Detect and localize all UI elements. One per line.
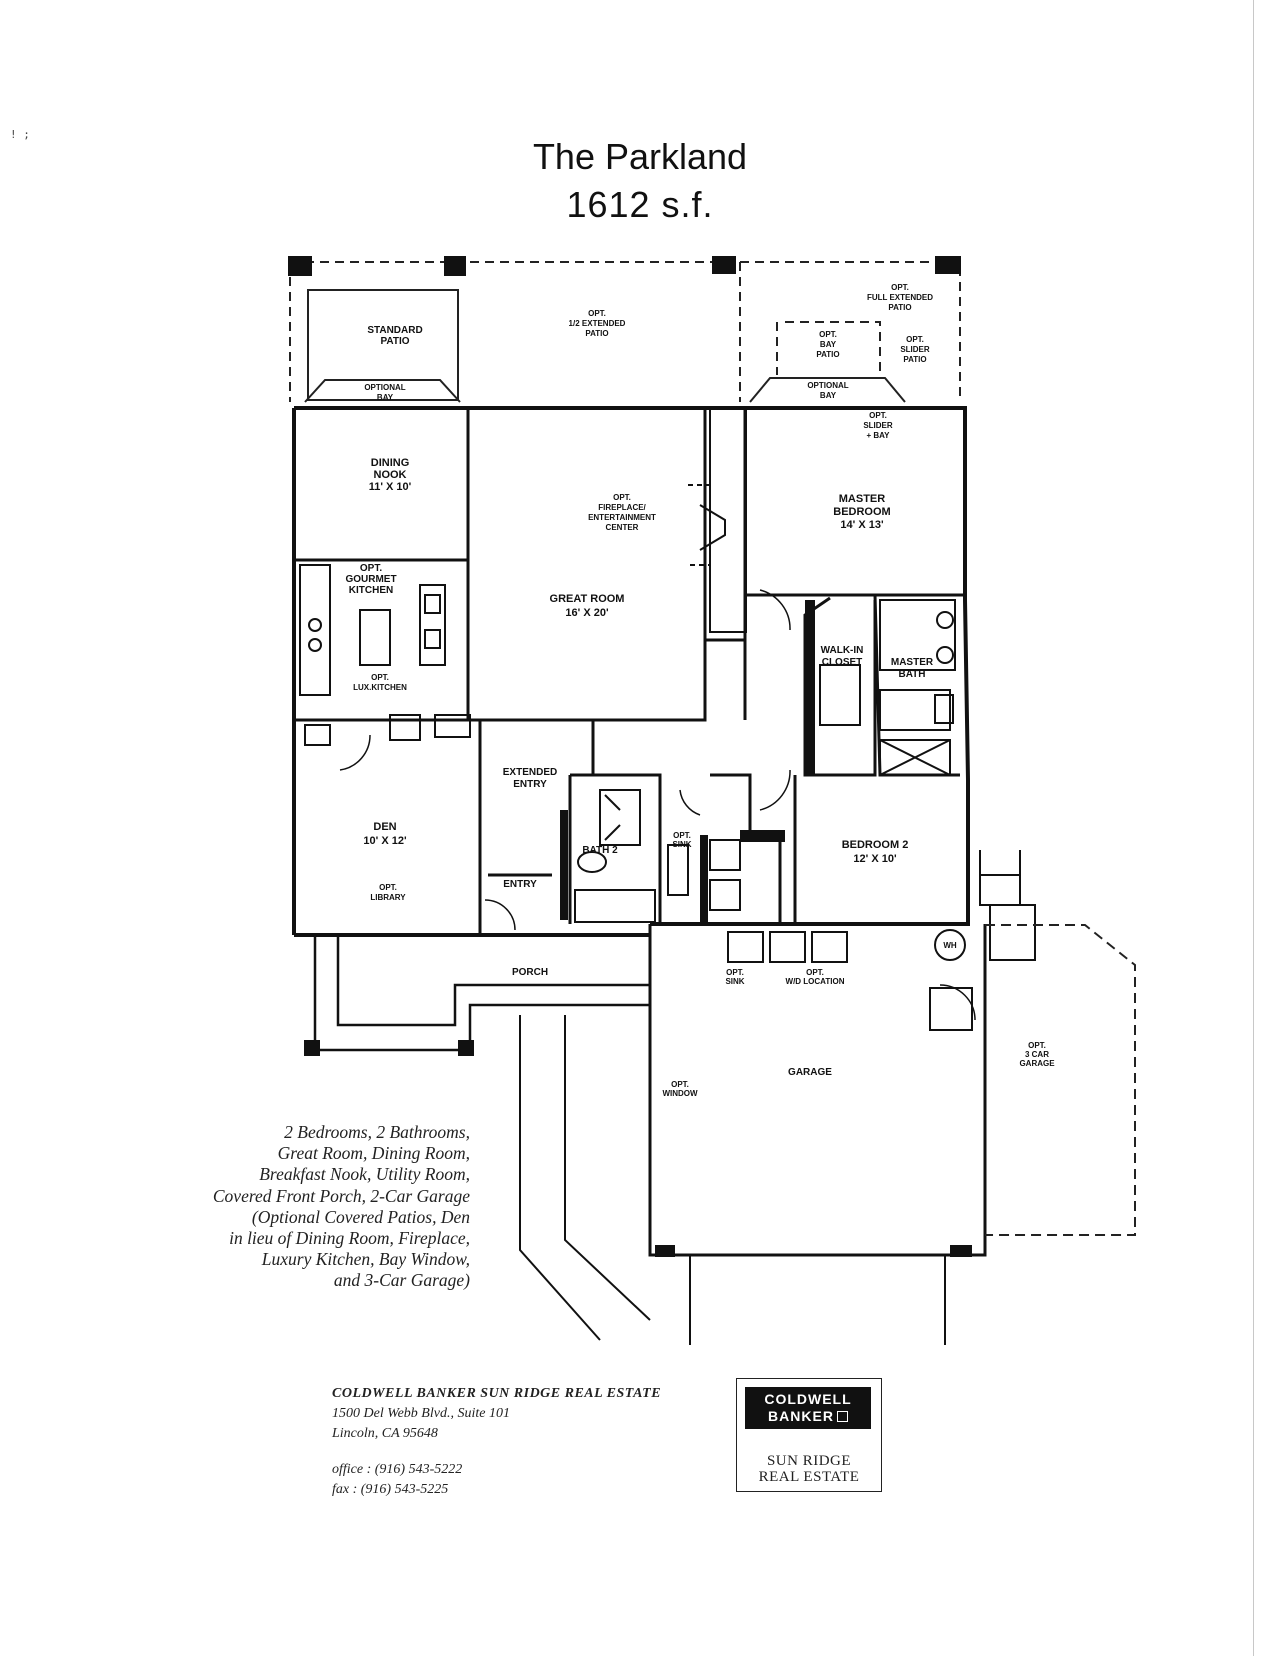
logo-sub2: REAL ESTATE xyxy=(758,1469,860,1485)
coldwell-banker-logo: COLDWELL BANKER SUN RIDGE REAL ESTATE xyxy=(736,1378,882,1492)
company-fax: fax : (916) 543-5225 xyxy=(332,1482,449,1497)
label-opt-library: OPT.LIBRARY xyxy=(370,883,406,902)
plan-title: The Parkland xyxy=(532,136,748,177)
optional-bay-right-outline xyxy=(749,377,906,403)
description-line: Covered Front Porch, 2-Car Garage xyxy=(212,1185,470,1206)
description-line: Great Room, Dining Room, xyxy=(277,1143,470,1164)
logo-line1: COLDWELL xyxy=(764,1391,852,1407)
description-line: and 3-Car Garage) xyxy=(333,1270,470,1291)
plan-square-footage: 1612 s.f. xyxy=(566,184,714,225)
description-line: in lieu of Dining Room, Fireplace, xyxy=(229,1228,470,1249)
third-garage-outline xyxy=(985,924,1136,1236)
page-edge-line xyxy=(1253,0,1254,1656)
company-address-line2: Lincoln, CA 95648 xyxy=(332,1426,438,1441)
logo-band: COLDWELL BANKER xyxy=(745,1387,871,1429)
door-swings xyxy=(339,589,976,1021)
label-entry: ENTRY xyxy=(503,879,537,890)
description-line: Breakfast Nook, Utility Room, xyxy=(259,1164,470,1185)
label-opt-sink: OPT.SINK xyxy=(672,831,691,849)
company-address-line1: 1500 Del Webb Blvd., Suite 101 xyxy=(332,1406,510,1421)
garage-corners xyxy=(655,1245,972,1257)
logo-sub1: SUN RIDGE xyxy=(766,1453,852,1469)
label-garage: GARAGE xyxy=(788,1067,832,1078)
company-office-phone: office : (916) 543-5222 xyxy=(332,1462,463,1477)
garage-walls xyxy=(648,924,987,1257)
logo-line2: BANKER xyxy=(768,1408,834,1424)
standard-patio-outline xyxy=(307,289,459,401)
label-opt-lux-kitchen: OPT.LUX.KITCHEN xyxy=(353,673,407,692)
patio-corner-posts xyxy=(288,256,961,276)
label-bath-2: BATH 2 xyxy=(582,845,618,856)
company-name: COLDWELL BANKER SUN RIDGE REAL ESTATE xyxy=(332,1386,662,1401)
label-porch: PORCH xyxy=(512,967,548,978)
description-line: 2 Bedrooms, 2 Bathrooms, xyxy=(284,1122,470,1142)
label-opt-slider-bay: OPT.SLIDER+ BAY xyxy=(863,411,893,440)
bath-fixtures xyxy=(574,599,956,923)
walkway-and-driveway xyxy=(519,1015,946,1345)
porch-walls xyxy=(313,935,650,1052)
fireplace-symbol xyxy=(688,484,726,566)
logo-flag-icon xyxy=(836,1411,848,1422)
margin-marks: ! ; xyxy=(10,128,30,141)
label-opt-window: OPT.WINDOW xyxy=(662,1080,698,1098)
description-line: (Optional Covered Patios, Den xyxy=(251,1206,470,1227)
label-water-heater: WH xyxy=(943,941,957,950)
description-line: Luxury Kitchen, Bay Window, xyxy=(261,1249,470,1270)
logo-subtitle: SUN RIDGE REAL ESTATE xyxy=(737,1453,881,1485)
label-opt-sink-garage: OPT.SINK xyxy=(725,968,744,986)
plan-description: 2 Bedrooms, 2 Bathrooms, Great Room, Din… xyxy=(120,1122,470,1292)
kitchen-fixtures xyxy=(299,564,471,746)
optional-bay-left-outline xyxy=(304,379,461,403)
exterior-walls xyxy=(292,406,970,937)
porch-posts xyxy=(304,1040,474,1056)
label-opt-wd-location: OPT.W/D LOCATION xyxy=(786,968,845,986)
garage-fixtures xyxy=(727,850,1036,1031)
patio-outlines xyxy=(289,261,961,402)
company-contact-block: COLDWELL BANKER SUN RIDGE REAL ESTATE 15… xyxy=(332,1384,661,1500)
